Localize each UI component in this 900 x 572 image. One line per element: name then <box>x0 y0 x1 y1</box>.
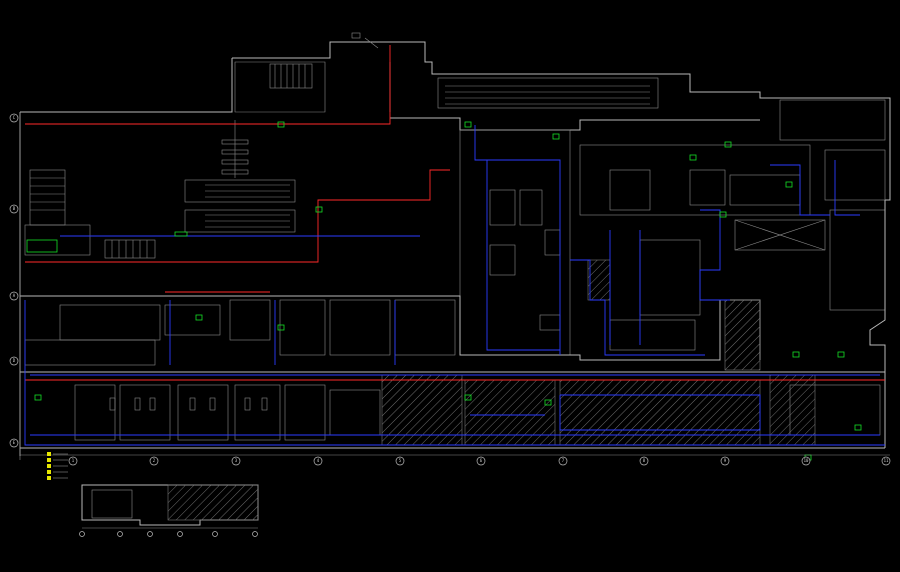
column-bubble-7: 7 <box>558 456 568 466</box>
column-bubble-1: 1 <box>68 456 78 466</box>
column-bubble-3: 3 <box>231 456 241 466</box>
row-bubble-e: E <box>9 438 19 448</box>
green-fixtures <box>26 121 862 461</box>
column-bubble-11: 11 <box>881 456 891 466</box>
blue-conduit <box>24 125 885 446</box>
svg-text:4: 4 <box>317 458 320 463</box>
svg-text:C: C <box>13 115 16 120</box>
column-grid-bubbles: 1 2 3 4 5 6 7 8 <box>68 456 891 466</box>
equipment-stack <box>221 120 249 178</box>
building-outline <box>19 41 891 456</box>
svg-text:D: D <box>13 358 16 363</box>
column-bubble-8: 8 <box>639 456 649 466</box>
column-bubble-10: 10 <box>801 456 811 466</box>
row-bubble-c: C <box>9 113 19 123</box>
svg-text:2: 2 <box>153 458 156 463</box>
turnstile-row <box>104 239 156 259</box>
escalator-center <box>184 179 296 233</box>
row-bubble-a: A <box>9 291 19 301</box>
escalator-top <box>437 77 659 109</box>
svg-text:5: 5 <box>399 458 402 463</box>
svg-text:3: 3 <box>235 458 238 463</box>
column-bubble-2: 2 <box>149 456 159 466</box>
section-mark <box>351 32 379 49</box>
column-bubble-4: 4 <box>313 456 323 466</box>
svg-text:1: 1 <box>72 458 75 463</box>
svg-text:8: 8 <box>643 458 646 463</box>
stair-top <box>269 63 313 89</box>
row-grid-bubbles: C B A D E <box>9 113 19 448</box>
svg-text:A: A <box>13 293 16 298</box>
svg-text:11: 11 <box>884 458 889 463</box>
svg-text:E: E <box>13 440 16 445</box>
svg-text:B: B <box>13 206 16 211</box>
column-bubble-9: 9 <box>720 456 730 466</box>
lower-rooms <box>20 259 885 449</box>
svg-text:10: 10 <box>804 458 809 463</box>
stair-left <box>24 169 91 256</box>
grid-axes <box>19 112 890 460</box>
svg-text:7: 7 <box>562 458 565 463</box>
key-plan-inset <box>79 484 259 537</box>
legend-block <box>47 452 68 480</box>
row-bubble-b: B <box>9 204 19 214</box>
column-bubble-5: 5 <box>395 456 405 466</box>
svg-text:9: 9 <box>724 458 727 463</box>
svg-text:6: 6 <box>480 458 483 463</box>
column-bubble-6: 6 <box>476 456 486 466</box>
row-bubble-d: D <box>9 356 19 366</box>
red-conduit <box>25 45 885 381</box>
